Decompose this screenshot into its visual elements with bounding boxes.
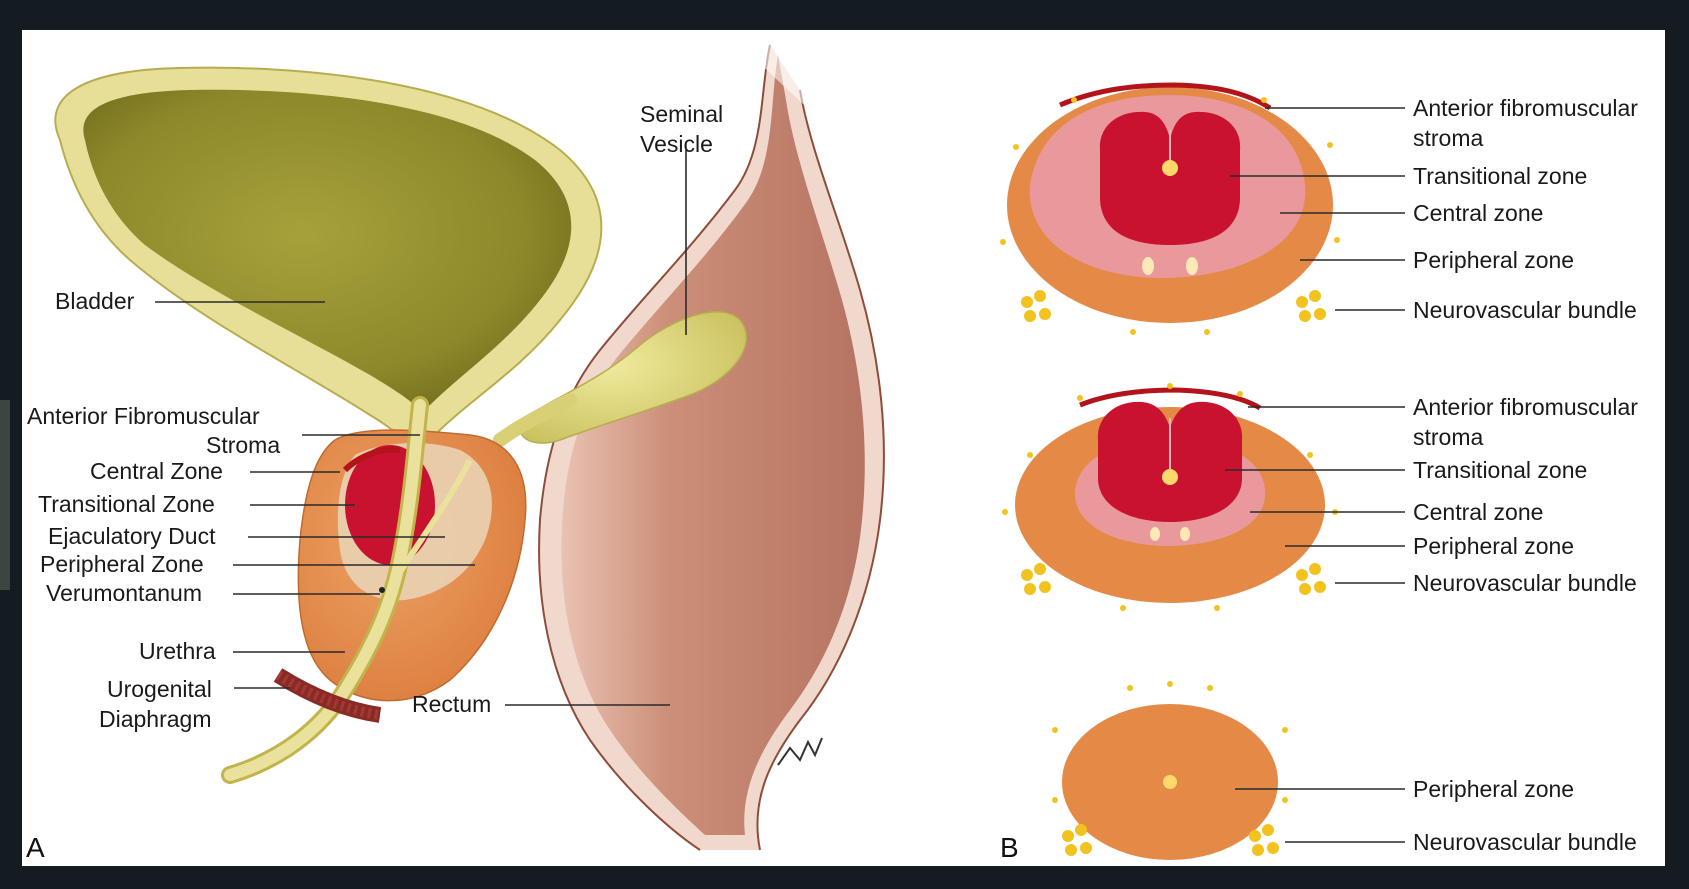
label-b1-anterior-1: Anterior fibromuscular <box>1413 95 1638 121</box>
label-peripheral-zone: Peripheral Zone <box>40 551 204 577</box>
panel-a-letter: A <box>26 832 45 863</box>
label-b3-peripheral: Peripheral zone <box>1413 776 1574 802</box>
label-ejaculatory-duct: Ejaculatory Duct <box>48 523 216 549</box>
label-anterior-fibromuscular-1: Anterior Fibromuscular <box>27 403 260 429</box>
anterior-stroma-middle <box>1080 390 1260 408</box>
label-verumontanum: Verumontanum <box>46 580 202 606</box>
label-b2-anterior-2: stroma <box>1413 424 1484 450</box>
panel-a-illustration: Seminal Vesicle Bladder Anterior Fibromu… <box>26 45 900 863</box>
label-seminal-vesicle-1: Seminal <box>640 101 723 127</box>
cross-section-upper <box>1000 85 1340 335</box>
label-b1-neurovascular: Neurovascular bundle <box>1413 297 1637 323</box>
neurovascular-bundle-middle-left <box>1021 563 1051 595</box>
label-anterior-fibromuscular-2: Stroma <box>206 432 280 458</box>
label-bladder: Bladder <box>55 288 135 314</box>
label-b1-peripheral: Peripheral zone <box>1413 247 1574 273</box>
label-rectum: Rectum <box>412 691 491 717</box>
label-b2-central: Central zone <box>1413 499 1543 525</box>
rectum-shape <box>539 45 900 850</box>
label-transitional-zone: Transitional Zone <box>38 491 215 517</box>
label-b2-anterior-1: Anterior fibromuscular <box>1413 394 1638 420</box>
label-b3-neurovascular: Neurovascular bundle <box>1413 829 1637 855</box>
panel-b-illustration: Anterior fibromuscular stroma Transition… <box>1000 85 1638 863</box>
label-urogenital-2: Diaphragm <box>99 706 212 732</box>
cross-section-lower <box>1052 681 1288 860</box>
bladder-shape <box>55 68 601 450</box>
label-b1-transitional: Transitional zone <box>1413 163 1587 189</box>
label-b2-peripheral: Peripheral zone <box>1413 533 1574 559</box>
label-b2-neurovascular: Neurovascular bundle <box>1413 570 1637 596</box>
label-urogenital-1: Urogenital <box>107 676 212 702</box>
neurovascular-bundle-middle-right <box>1296 563 1326 595</box>
panel-b-letter: B <box>1000 832 1019 863</box>
label-b1-anterior-2: stroma <box>1413 125 1484 151</box>
neurovascular-bundle-upper-left <box>1021 290 1051 322</box>
label-b2-transitional: Transitional zone <box>1413 457 1587 483</box>
neurovascular-bundle-upper-right <box>1296 290 1326 322</box>
label-urethra: Urethra <box>139 638 216 664</box>
label-seminal-vesicle-2: Vesicle <box>640 131 713 157</box>
cross-section-middle <box>1002 383 1338 611</box>
label-b1-central: Central zone <box>1413 200 1543 226</box>
label-central-zone: Central Zone <box>90 458 223 484</box>
